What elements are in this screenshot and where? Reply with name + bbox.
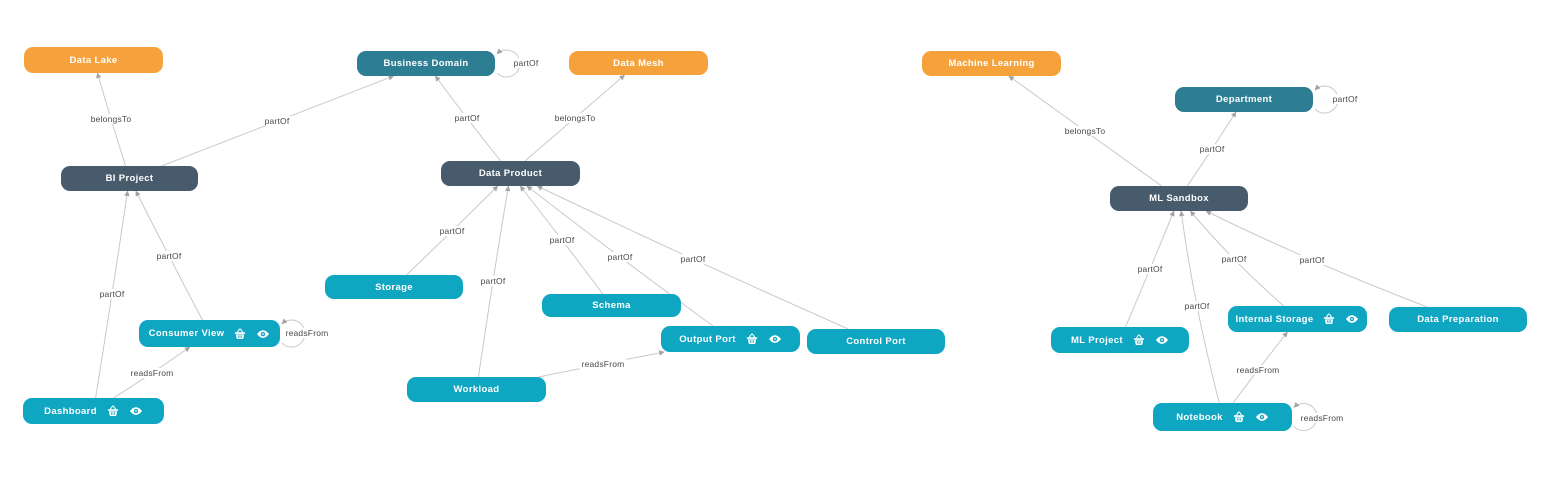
- node-label: Dashboard: [44, 405, 97, 417]
- node-dashboard[interactable]: Dashboard: [23, 398, 164, 424]
- node-label: Consumer View: [148, 328, 225, 339]
- node-data-product[interactable]: Data Product: [441, 161, 580, 186]
- basket-icon[interactable]: [745, 332, 759, 346]
- node-data-preparation[interactable]: Data Preparation: [1389, 307, 1527, 332]
- node-label: Machine Learning: [948, 58, 1035, 69]
- node-label: ML Sandbox: [1149, 193, 1209, 204]
- basket-icon[interactable]: [1322, 312, 1336, 326]
- node-business-domain[interactable]: Business Domain: [357, 51, 495, 76]
- node-internal-storage[interactable]: Internal Storage: [1228, 306, 1367, 332]
- node-label: Notebook: [1176, 411, 1223, 423]
- eye-icon[interactable]: [768, 332, 782, 346]
- eye-icon[interactable]: [1155, 333, 1169, 347]
- eye-icon[interactable]: [1345, 312, 1359, 326]
- node-label: Workload: [453, 384, 500, 395]
- node-department[interactable]: Department: [1175, 87, 1313, 112]
- basket-icon[interactable]: [1132, 333, 1146, 347]
- eye-icon[interactable]: [1255, 410, 1269, 424]
- node-label: Internal Storage: [1235, 313, 1314, 325]
- basket-icon[interactable]: [1232, 410, 1246, 424]
- node-consumer-view[interactable]: Consumer View: [139, 320, 280, 347]
- node-label: Schema: [592, 300, 631, 311]
- node-label: Data Mesh: [613, 57, 664, 69]
- node-storage[interactable]: Storage: [325, 275, 463, 299]
- node-output-port[interactable]: Output Port: [661, 326, 800, 352]
- node-label: Data Preparation: [1417, 314, 1499, 325]
- node-schema[interactable]: Schema: [542, 294, 681, 317]
- basket-icon[interactable]: [106, 404, 120, 418]
- node-label: Storage: [375, 281, 413, 293]
- node-bi-project[interactable]: BI Project: [61, 166, 198, 191]
- node-notebook[interactable]: Notebook: [1153, 403, 1292, 431]
- node-ml-project[interactable]: ML Project: [1051, 327, 1189, 353]
- eye-icon[interactable]: [256, 327, 270, 341]
- node-workload[interactable]: Workload: [407, 377, 546, 402]
- node-data-lake[interactable]: Data Lake: [24, 47, 163, 73]
- basket-icon[interactable]: [233, 327, 247, 341]
- node-label: BI Project: [105, 173, 154, 184]
- node-label: Output Port: [679, 333, 736, 345]
- node-control-port[interactable]: Control Port: [807, 329, 945, 354]
- node-ml-sandbox[interactable]: ML Sandbox: [1110, 186, 1248, 211]
- node-machine-learning[interactable]: Machine Learning: [922, 51, 1061, 76]
- node-label: ML Project: [1071, 334, 1123, 346]
- eye-icon[interactable]: [129, 404, 143, 418]
- node-label: Business Domain: [383, 58, 469, 69]
- node-data-mesh[interactable]: Data Mesh: [569, 51, 708, 75]
- node-label: Department: [1215, 94, 1273, 105]
- node-label: Data Product: [478, 168, 543, 179]
- node-label: Data Lake: [69, 54, 118, 66]
- node-label: Control Port: [846, 336, 906, 347]
